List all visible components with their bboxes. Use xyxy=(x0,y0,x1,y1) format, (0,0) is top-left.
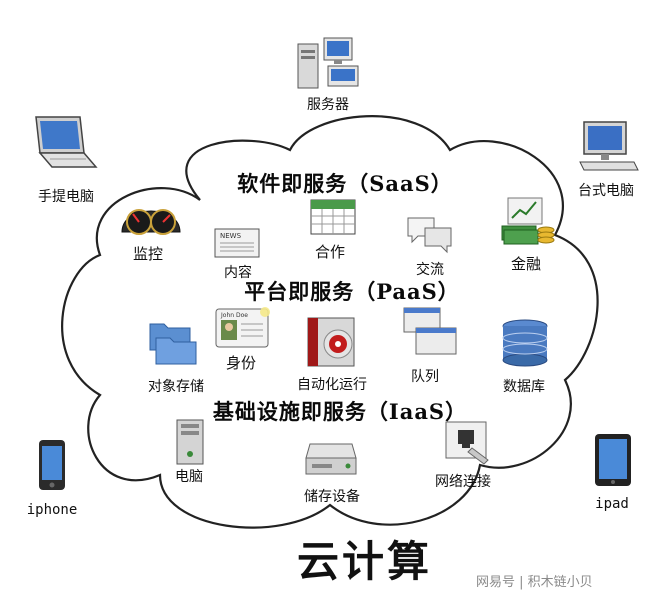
iphone-icon xyxy=(39,440,65,490)
computer-tower-icon xyxy=(176,419,204,465)
badge-name-text: John Doe xyxy=(220,312,248,319)
newspaper-icon: NEWS xyxy=(214,228,260,258)
iphone-label: iphone xyxy=(26,502,78,518)
software-box-icon xyxy=(307,317,355,367)
cloud-computing-title: 云计算 xyxy=(297,537,433,586)
monitor-label: 监控 xyxy=(132,245,164,263)
network-port-icon xyxy=(445,421,489,465)
money-chart-icon xyxy=(501,197,555,245)
calendar-icon xyxy=(310,199,356,235)
id-badge-icon: John Doe xyxy=(215,307,270,348)
gauge-icon xyxy=(121,209,181,235)
finance-label: 金融 xyxy=(510,255,542,273)
communicate-label: 交流 xyxy=(416,262,444,278)
chat-bubbles-icon xyxy=(407,217,452,254)
desktop-label: 台式电脑 xyxy=(578,183,634,199)
network-label: 网络连接 xyxy=(435,474,491,490)
iaas-heading: 基础设施即服务（IaaS） xyxy=(212,399,468,424)
watermark: 网易号 | 积木链小贝 xyxy=(476,575,593,590)
compute-label: 电脑 xyxy=(175,469,203,485)
runtime-label: 自动化运行 xyxy=(297,377,367,393)
paas-heading: 平台即服务（PaaS） xyxy=(244,279,460,304)
server-label: 服务器 xyxy=(307,97,349,113)
block-storage-label: 储存设备 xyxy=(304,489,360,505)
server-icon xyxy=(297,37,359,89)
object-storage-label: 对象存储 xyxy=(148,379,204,395)
database-icon xyxy=(502,319,548,367)
content-label: 内容 xyxy=(224,265,252,281)
laptop-label: 手提电脑 xyxy=(38,189,94,205)
database-label: 数据库 xyxy=(503,379,545,395)
desktop-icon xyxy=(579,121,639,171)
storage-drive-icon xyxy=(305,443,357,475)
laptop-icon xyxy=(35,116,98,168)
collab-label: 合作 xyxy=(314,243,346,261)
news-text: NEWS xyxy=(220,232,242,240)
ipad-icon xyxy=(595,434,631,486)
saas-heading: 软件即服务（SaaS） xyxy=(237,171,453,196)
ipad-label: ipad xyxy=(595,496,629,512)
queue-windows-icon xyxy=(403,307,457,355)
queue-label: 队列 xyxy=(411,369,439,385)
identity-label: 身份 xyxy=(225,354,257,372)
folders-icon xyxy=(149,323,197,365)
